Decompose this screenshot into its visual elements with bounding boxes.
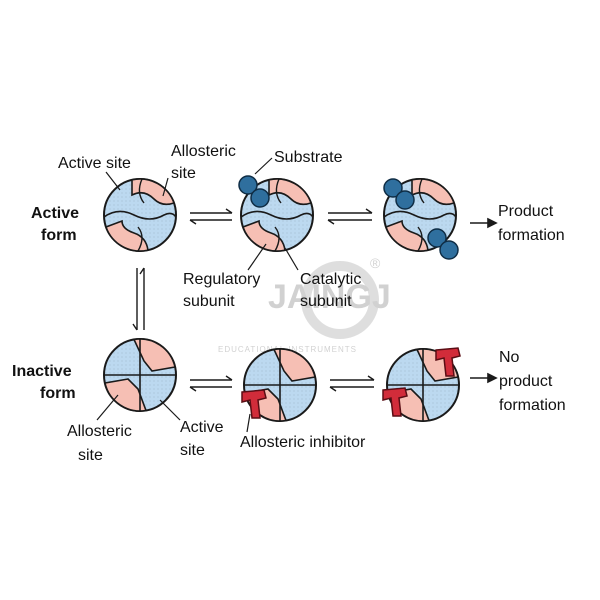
label-active-form-1: Active bbox=[31, 205, 79, 222]
label-no-product-2: product bbox=[499, 373, 553, 390]
label-leaders bbox=[96, 157, 299, 433]
label-product-formation-2: formation bbox=[498, 227, 565, 244]
watermark-registered: ® bbox=[370, 255, 381, 271]
label-substrate: Substrate bbox=[274, 149, 343, 166]
substrate-molecule bbox=[395, 190, 415, 210]
label-active-site-top: Active site bbox=[58, 155, 131, 172]
label-no-product-3: formation bbox=[499, 397, 566, 414]
label-catalytic-subunit-1: Catalytic bbox=[300, 271, 361, 288]
label-inactive-form-1: Inactive bbox=[12, 363, 72, 380]
watermark-brand: JAINGJ bbox=[268, 278, 391, 316]
label-allosteric-site-top-1: Allosteric bbox=[171, 143, 236, 160]
label-regulatory-subunit-1: Regulatory bbox=[183, 271, 260, 288]
label-no-product-1: No bbox=[499, 349, 520, 366]
substrate-molecule bbox=[250, 188, 270, 208]
label-active-form-2: form bbox=[41, 227, 77, 244]
label-allosteric-inhibitor: Allosteric inhibitor bbox=[240, 434, 366, 451]
label-inactive-form-2: form bbox=[40, 385, 76, 402]
equilibrium-arrows bbox=[132, 208, 375, 392]
label-product-formation-1: Product bbox=[498, 203, 554, 220]
label-catalytic-subunit-2: subunit bbox=[300, 293, 352, 310]
label-allosteric-site-bottom-2: site bbox=[78, 447, 103, 464]
label-allosteric-site-bottom-1: Allosteric bbox=[67, 423, 132, 440]
label-active-site-bottom-1: Active bbox=[180, 419, 224, 436]
label-regulatory-subunit-2: subunit bbox=[183, 293, 235, 310]
substrate-molecule bbox=[439, 240, 459, 260]
label-allosteric-site-top-2: site bbox=[171, 165, 196, 182]
label-active-site-bottom-2: site bbox=[180, 442, 205, 459]
product-arrows bbox=[470, 217, 498, 384]
enzyme-inactive-empty bbox=[103, 338, 177, 412]
